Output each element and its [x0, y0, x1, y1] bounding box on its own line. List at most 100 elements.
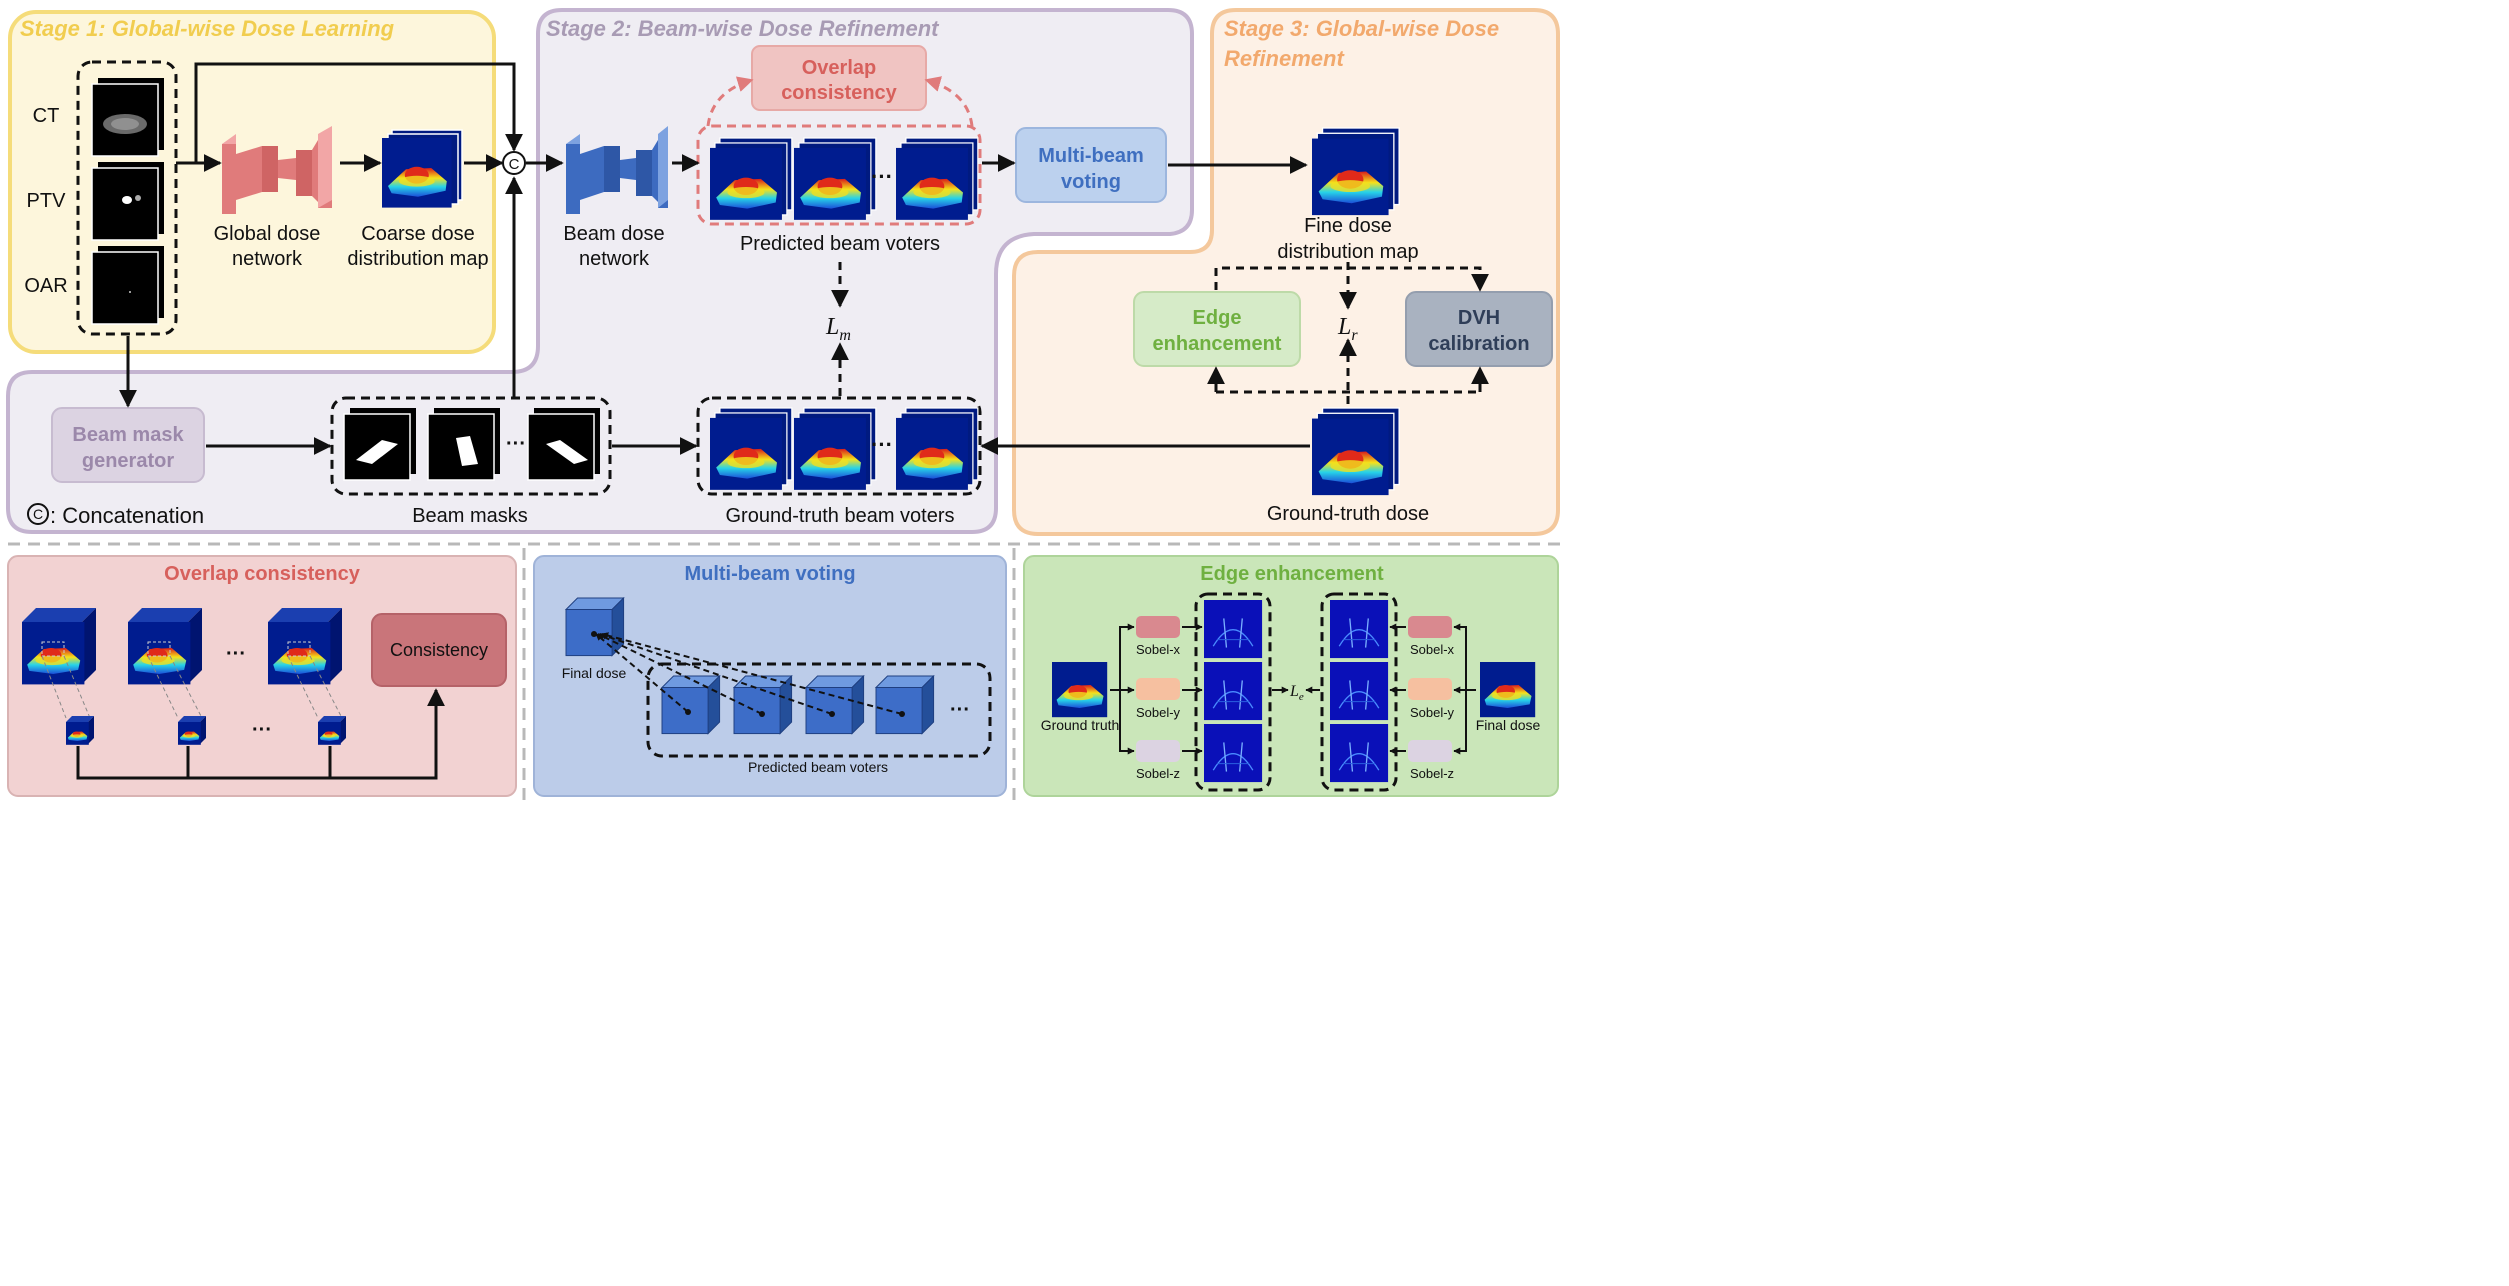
predicted-voters-ellipsis: ···: [871, 164, 893, 189]
edge-enhancement-box: [1133, 291, 1301, 367]
stage3-title-line2: Refinement: [1224, 46, 1345, 71]
global-dose-network-icon: [222, 126, 332, 214]
predicted-voters-group: [696, 124, 982, 226]
beam-mask-n: [527, 408, 600, 481]
gt-voter-2: [794, 408, 876, 490]
gt-voters-label: Ground-truth beam voters: [726, 505, 955, 527]
sobel-x-left-label: Sobel-x: [1136, 642, 1181, 657]
stage3-title-line1: Stage 3: Global-wise Dose: [1224, 16, 1499, 41]
predicted-voter-1: [710, 138, 792, 220]
beam-masks-group: [330, 396, 612, 496]
input-group-box: [76, 60, 178, 336]
gt-voter-n: [896, 408, 978, 490]
voting-arrows: [595, 632, 903, 715]
edge-map-left-x: [1203, 599, 1263, 659]
main-arrows: [119, 62, 1310, 455]
mask-gen-label-2: generator: [82, 450, 174, 472]
sobel-y-left-label: Sobel-y: [1136, 705, 1181, 720]
beam-mask-generator-box: [51, 407, 205, 483]
predicted-voters-label: Predicted beam voters: [740, 233, 940, 255]
separators: [8, 542, 1560, 800]
edge-map-right-y: [1329, 661, 1389, 721]
coarse-map-label-1: Coarse dose: [361, 223, 474, 245]
label-ct: CT: [33, 105, 60, 127]
sobel-y-left: [1136, 678, 1180, 700]
overlap-bottom-arrows: [76, 688, 445, 780]
edge-map-left-y: [1203, 661, 1263, 721]
edge-map-right-z: [1329, 723, 1389, 783]
dvh-label-2: calibration: [1428, 333, 1529, 355]
sobel-x-right: [1408, 616, 1452, 638]
gt-dose-label: Ground-truth dose: [1267, 503, 1429, 525]
overlap-crop-1: [66, 716, 94, 745]
fine-dose-map: [1312, 128, 1399, 215]
edge-maps-left-group: [1194, 592, 1272, 792]
beam-net-label-2: network: [579, 248, 650, 270]
edge-map-left-z: [1203, 723, 1263, 783]
edge-gt-image: [1052, 662, 1108, 718]
ct-image: [91, 78, 164, 157]
concat-legend-text: : Concatenation: [50, 503, 204, 528]
bottom-edge-title: Edge enhancement: [1200, 563, 1384, 585]
multibeam-label-1: Multi-beam: [1038, 145, 1144, 167]
bottom-consistency-label: Consistency: [390, 640, 488, 660]
dvh-calibration-box: [1405, 291, 1553, 367]
sobel-z-right-label: Sobel-z: [1410, 766, 1454, 781]
gt-voters-ellipsis: ···: [871, 432, 893, 457]
final-dose-cube: [565, 597, 625, 657]
oar-image: [91, 246, 164, 325]
edge-final-image: [1480, 662, 1536, 718]
bottom-voter-cube-3: [805, 675, 865, 735]
sobel-z-left-label: Sobel-z: [1136, 766, 1180, 781]
bottom-final-dose-label: Final dose: [562, 665, 627, 681]
sobel-y-right-label: Sobel-y: [1410, 705, 1455, 720]
beam-masks-label: Beam masks: [412, 505, 528, 527]
multibeam-label-2: voting: [1061, 171, 1121, 193]
gt-voter-1: [710, 408, 792, 490]
gt-dose-map: [1312, 408, 1399, 495]
edge-arrows: [1110, 623, 1476, 755]
bottom-pred-voters-label: Predicted beam voters: [748, 759, 888, 775]
concat-legend-symbol: [27, 503, 49, 525]
predicted-voter-2: [794, 138, 876, 220]
stage2-title: Stage 2: Beam-wise Dose Refinement: [546, 16, 940, 41]
global-net-label-2: network: [232, 248, 303, 270]
overlap-label-1: Overlap: [802, 57, 876, 79]
dashed-arrows: [831, 262, 1489, 404]
overlap-arrow-right: [924, 76, 974, 127]
label-oar: OAR: [24, 275, 67, 297]
sobel-x-left: [1136, 616, 1180, 638]
bottom-voter-cube-1: [661, 675, 721, 735]
label-ptv: PTV: [27, 190, 67, 212]
fine-map-label-1: Fine dose: [1304, 215, 1392, 237]
overlap-cube-n: [268, 608, 342, 685]
overlap-crop-2: [178, 716, 206, 745]
beam-dose-network-icon: [566, 126, 668, 214]
overlap-label-2: consistency: [781, 82, 897, 104]
stage3-panel: [1012, 8, 1560, 536]
edge-gt-label: Ground truth: [1041, 717, 1120, 733]
bottom-voters-ellipsis: ···: [950, 699, 970, 721]
overlap-cube-1: [22, 608, 96, 685]
voting-dots: [591, 631, 905, 717]
multibeam-voting-box: [1015, 127, 1167, 203]
loss-r: Lr: [1337, 314, 1358, 344]
edge-label-1: Edge: [1193, 307, 1242, 329]
loss-m: Lm: [825, 314, 851, 344]
predicted-voter-n: [896, 138, 978, 220]
edge-map-right-x: [1329, 599, 1389, 659]
edge-label-2: enhancement: [1153, 333, 1282, 355]
beam-mask-2: [427, 408, 500, 481]
loss-e: Le: [1289, 683, 1304, 703]
overlap-cubes-ellipsis: ···: [226, 643, 246, 665]
overlap-crops-ellipsis: ···: [252, 719, 272, 741]
beam-masks-ellipsis: ···: [506, 433, 526, 455]
mask-gen-label-1: Beam mask: [72, 424, 184, 446]
overlap-cube-2: [128, 608, 202, 685]
global-net-label-1: Global dose: [214, 223, 321, 245]
overlap-zoom-lines: [41, 655, 343, 719]
beam-mask-1: [343, 408, 416, 481]
concat-symbol-letter: C: [509, 156, 520, 173]
